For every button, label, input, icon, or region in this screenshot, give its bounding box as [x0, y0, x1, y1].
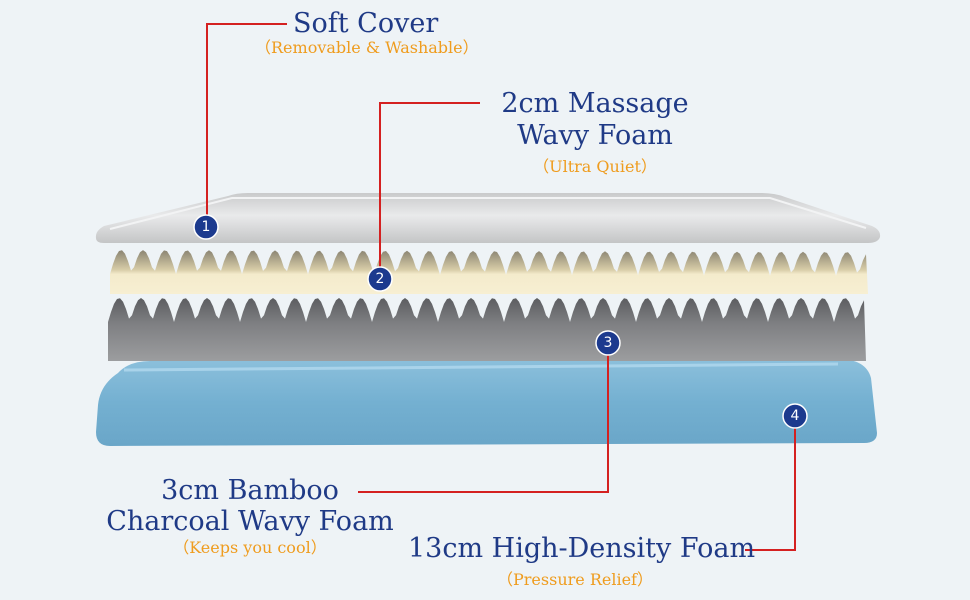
leader-line-2	[379, 102, 480, 278]
layer-badge-1: 1	[193, 214, 219, 240]
layer-badge-number: 1	[202, 219, 211, 235]
layer-badge-number: 2	[376, 271, 385, 287]
layer-badge-4: 4	[782, 403, 808, 429]
layer-2-title: 2cm Massage	[501, 88, 689, 119]
layer-1-title: Soft Cover	[293, 8, 439, 39]
soft-cover-layer	[95, 193, 881, 243]
charcoal-foam-layer	[108, 298, 866, 361]
layer-3-title: 3cm Bamboo	[161, 475, 339, 506]
layer-badge-3: 3	[595, 330, 621, 356]
leader-line-1	[206, 23, 287, 226]
leader-line-3	[358, 343, 609, 493]
layer-2-title-line2: Wavy Foam	[517, 120, 673, 151]
base-foam-layer	[96, 359, 877, 446]
base-foam-top-edge	[123, 362, 839, 372]
layer-badge-number: 3	[604, 335, 613, 351]
layer-badge-2: 2	[367, 266, 393, 292]
massage-foam-layer	[110, 250, 868, 294]
layer-4-title: 13cm High-Density Foam	[408, 533, 756, 564]
layer-2-note: （Ultra Quiet）	[533, 157, 657, 176]
layer-4-note: （Pressure Relief）	[497, 570, 653, 589]
layer-badge-number: 4	[791, 408, 800, 424]
leader-line-4	[745, 416, 796, 551]
layer-3-title-line2: Charcoal Wavy Foam	[106, 506, 394, 537]
soft-cover-top-edge	[109, 197, 867, 230]
layer-3-note: （Keeps you cool）	[173, 538, 327, 557]
layer-1-note: （Removable & Washable）	[255, 38, 479, 57]
